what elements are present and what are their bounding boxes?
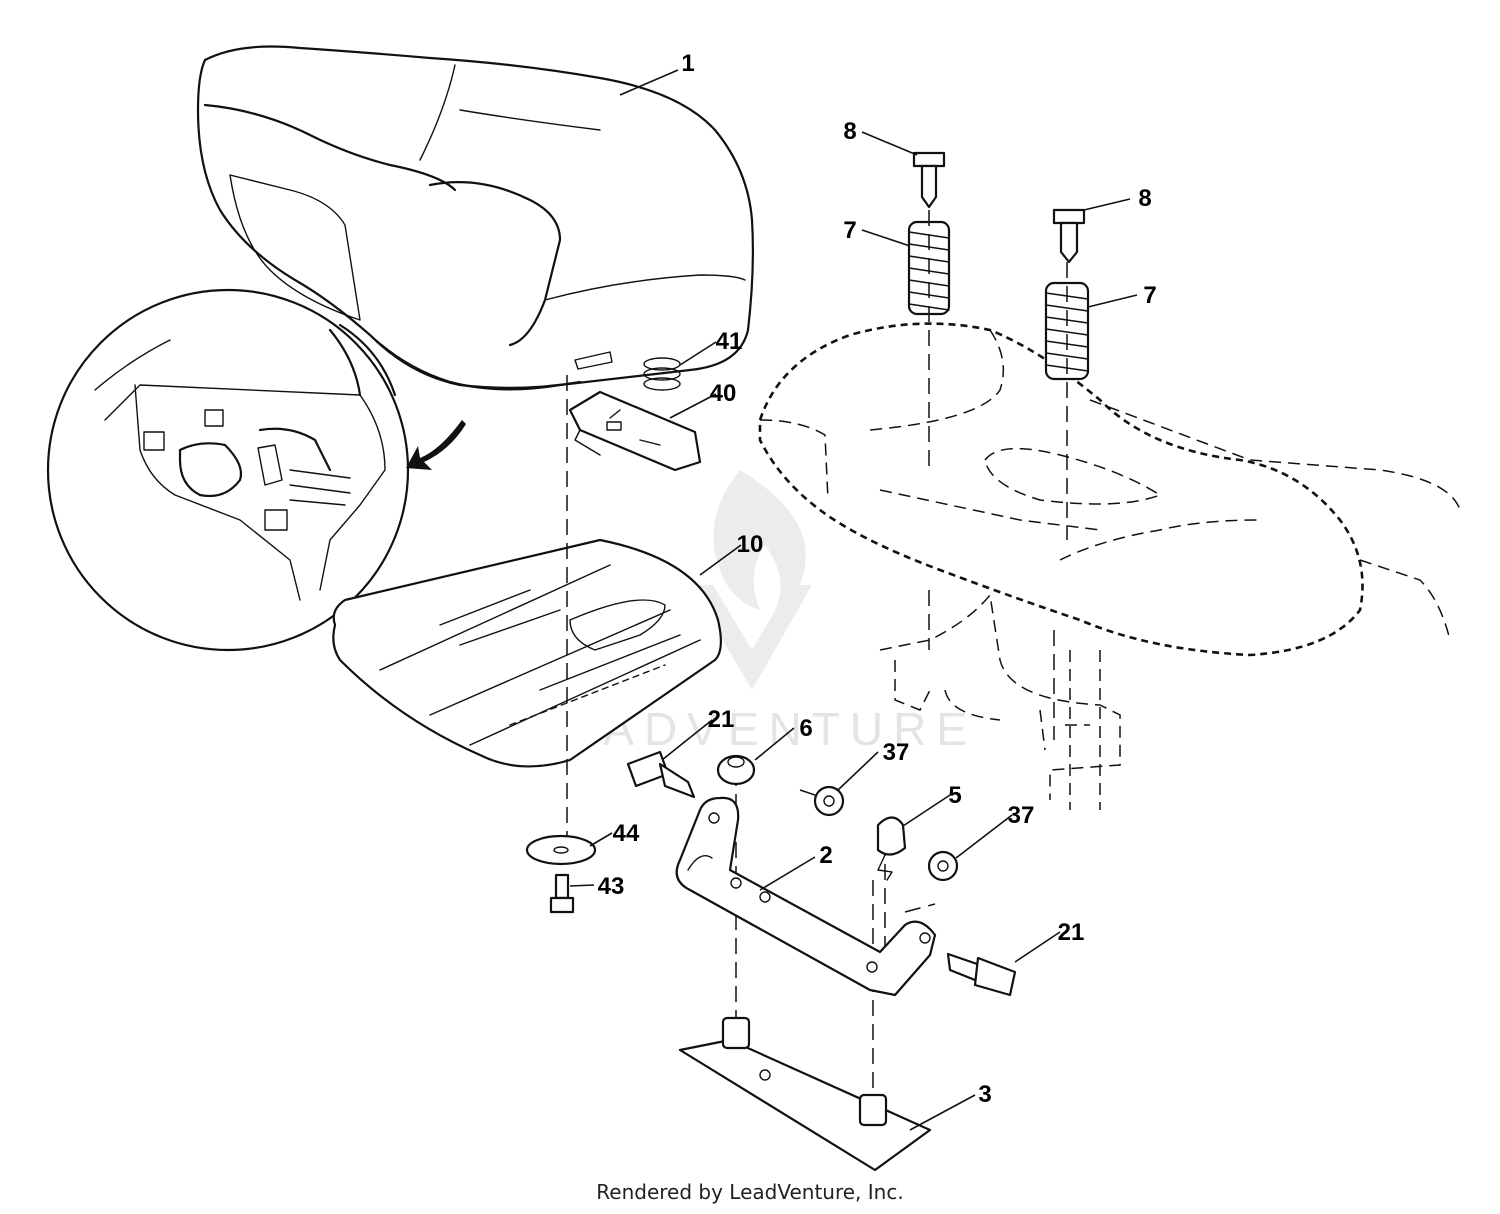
callouts: 1 8 8 7 7 41 40 10 21 6 37 5 37 2 44 43 … [598,50,1157,1108]
curved-arrow-icon [406,420,466,470]
leader-lines [569,69,1138,1131]
spring-41 [643,357,681,391]
bracket-2 [675,796,937,997]
callout-7a: 7 [843,217,856,244]
frame-cowl [758,322,1461,810]
bolt-8-right [1052,208,1086,264]
callout-44: 44 [613,820,640,847]
callout-1: 1 [681,50,694,77]
spring-7-right [1044,281,1090,381]
callout-8b: 8 [1138,185,1151,212]
callout-43: 43 [598,873,625,900]
callout-21b: 21 [1058,919,1085,946]
callout-7b: 7 [1143,282,1156,309]
callout-6: 6 [799,715,812,742]
washer-44 [525,834,597,866]
footer-credit: Rendered by LeadVenture, Inc. [596,1180,904,1204]
callout-40: 40 [710,380,737,407]
detail-circle [46,288,410,652]
seat-pan-10 [332,538,722,768]
bolt-43 [549,873,575,914]
bolt-8-left [912,151,946,209]
plate-3 [678,1016,932,1172]
callout-8a: 8 [843,118,856,145]
nut-37-upper [813,785,845,817]
callout-10: 10 [737,531,764,558]
bolt-21-left [626,750,696,799]
detail-inset [46,288,466,652]
callout-3: 3 [978,1081,991,1108]
callout-41: 41 [716,328,743,355]
callout-2: 2 [819,842,832,869]
bracket-40 [568,390,702,472]
nut-37-lower [927,850,959,882]
callout-37a: 37 [883,739,910,766]
callout-37b: 37 [1008,802,1035,829]
clip-5 [876,816,907,881]
seat [196,45,754,391]
nut-6 [716,754,756,786]
callout-5: 5 [948,782,961,809]
callout-21a: 21 [708,706,735,733]
bolt-21-right [946,952,1017,997]
